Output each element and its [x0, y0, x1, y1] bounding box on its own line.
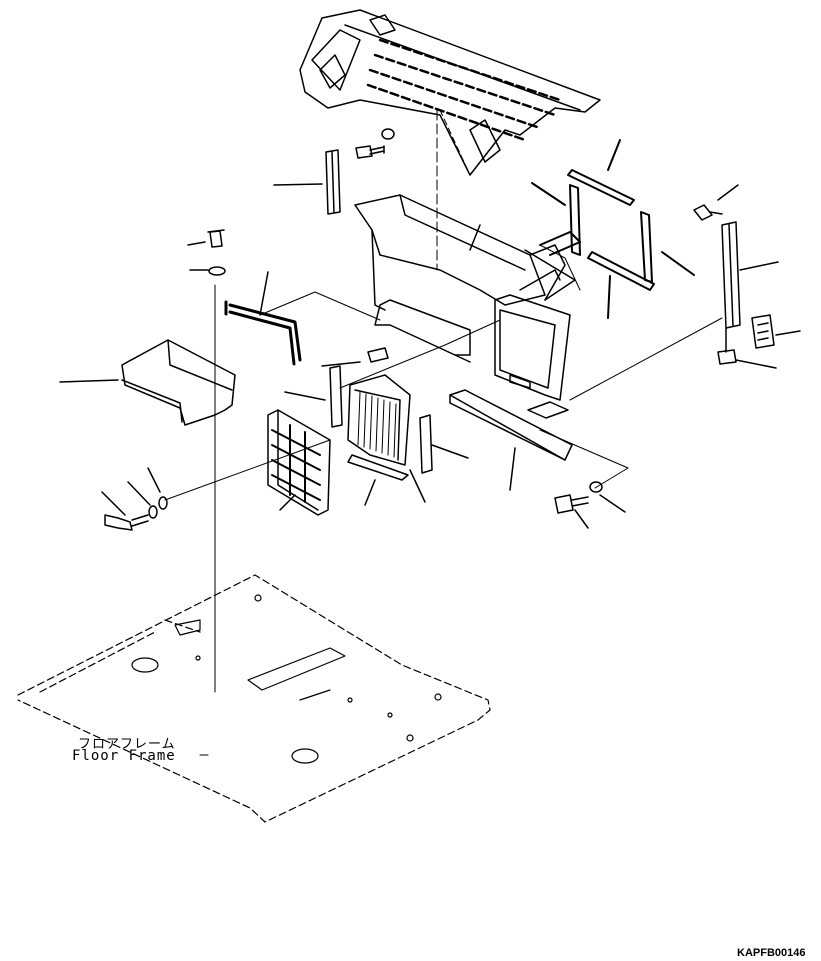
- handle-part: [224, 271, 302, 366]
- bolt-lower-right: [554, 481, 626, 529]
- floor-holes: [131, 594, 442, 764]
- small-block: [321, 347, 389, 367]
- bolt-left: [187, 229, 226, 276]
- floor-frame-label-en: Floor Frame: [72, 748, 176, 764]
- guide-lines: [214, 109, 471, 693]
- floor-frame-label-jp: フロアフレーム: [78, 737, 176, 752]
- frame-slots: [366, 38, 562, 142]
- drawing-code: KAPFB00146: [737, 947, 806, 959]
- filter-frame: [494, 294, 571, 401]
- seal-strips-right: [531, 139, 695, 319]
- filter-element: [347, 374, 411, 466]
- floor-frame: [17, 574, 491, 823]
- seal-strip-center: [284, 365, 343, 428]
- seal-bar-long: [449, 354, 573, 491]
- leader-lines: [164, 244, 723, 501]
- duct-housing: [354, 194, 546, 311]
- wing-bolt: [101, 467, 168, 531]
- connector-part: [751, 314, 801, 349]
- bolt-upper: [355, 128, 395, 159]
- right-bracket: [693, 184, 779, 369]
- cover-plate: [59, 339, 236, 426]
- rear-frame-part: [299, 9, 601, 176]
- seal-strip-left: [273, 149, 341, 215]
- bracket-right: [519, 244, 576, 301]
- seal-strip-filter: [347, 414, 469, 506]
- duct-bar: [374, 299, 471, 356]
- louver-grille: [267, 409, 331, 516]
